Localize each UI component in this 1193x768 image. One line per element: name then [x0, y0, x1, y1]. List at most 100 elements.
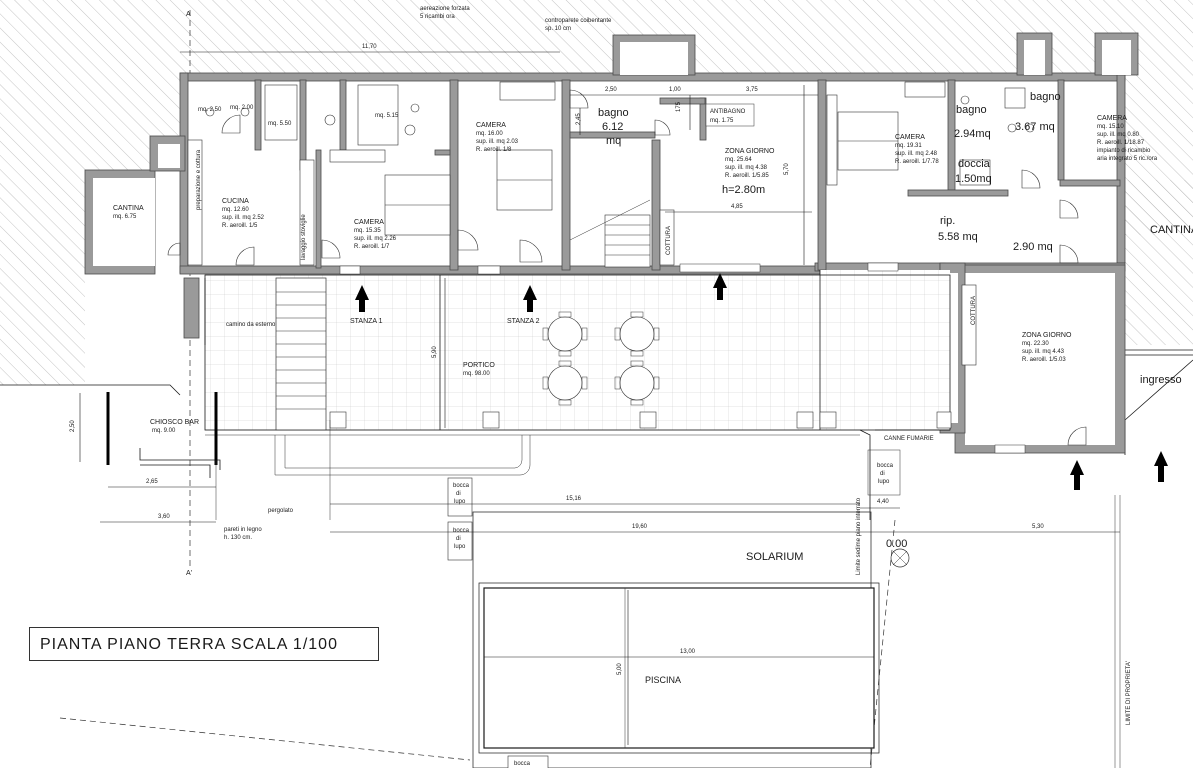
bagno1-name: bagno [598, 107, 629, 119]
bocca2-line1: bocca [453, 528, 470, 534]
disimpegno-area: 2.90 mq [1013, 241, 1053, 253]
limite-proprieta-label: LIMITE DI PROPRIETA' [1126, 661, 1132, 725]
dimension-lines [79, 51, 1121, 768]
cottura1-label: COTTURA [666, 226, 672, 255]
pergolato-lines [106, 277, 950, 520]
camera1-name: CAMERA [354, 219, 384, 226]
cucina-ratio: R. aeroill. 1/5 [222, 223, 258, 229]
pool-area [447, 477, 880, 768]
camera2-name: CAMERA [476, 122, 506, 129]
level-marker [890, 548, 910, 568]
aerazione-note-1: aereazione forzata [420, 6, 470, 12]
bocca3-line1: bocca [877, 463, 894, 469]
cantina-annex [84, 135, 186, 275]
camera1-ratio: R. aeroill. 1/7 [354, 244, 390, 250]
dim-500: 5,00 [617, 663, 623, 675]
dim-250a: 2,50 [605, 87, 617, 93]
bocca2-line3: lupo [454, 544, 466, 550]
camera2-area: mq. 16.00 [476, 131, 503, 137]
dim-265: 2,65 [146, 479, 158, 485]
dim-570: 5,70 [784, 163, 790, 175]
right-block [939, 262, 1126, 454]
zona-giorno1-ratio: R. aeroill. 1/5.85 [725, 173, 769, 179]
dim-250b: 2,50 [70, 420, 76, 432]
dim-360: 3,60 [158, 514, 170, 520]
bocca1-line1: bocca [453, 483, 470, 489]
chimney-annexes [612, 32, 1139, 76]
bocca4-line1: bocca [514, 761, 531, 767]
zona-giorno1-ill: sup. ill. mq 4.38 [725, 165, 768, 171]
cantina-area: mq. 6.75 [113, 214, 137, 220]
dim-1300: 13,00 [680, 649, 696, 655]
lavaggio-label: lavaggio stoviglie [301, 214, 307, 260]
controparete-note-2: sp. 10 cm [545, 26, 571, 32]
dim-530: 5,30 [1032, 524, 1044, 530]
camera1-area: mq. 15.35 [354, 228, 381, 234]
bocca1-line2: di [456, 491, 461, 497]
dim-375: 3,75 [746, 87, 758, 93]
wc1-area: mq. 2.50 [198, 107, 222, 113]
bath2-area: mq. 5.15 [375, 113, 399, 119]
zona-giorno1-area: mq. 25.64 [725, 157, 752, 163]
wc2-area: mq. 2.00 [230, 105, 254, 111]
pareti-note-2: h. 130 cm. [224, 535, 252, 541]
pergolato-label: pergolato [268, 508, 294, 514]
dim-100: 1,00 [669, 87, 681, 93]
chiosco-name: CHIOSCO BAR [150, 419, 199, 426]
bagno2-area: 2.94mq [954, 128, 991, 140]
bocca3-line3: lupo [878, 479, 890, 485]
camera2-ratio: R. aeroill. 1/8 [476, 147, 512, 153]
dim-590: 5,90 [432, 346, 438, 358]
ingresso-label: ingresso [1140, 374, 1182, 386]
zona-giorno1-height: h=2.80m [722, 184, 765, 196]
drawing-title: PIANTA PIANO TERRA SCALA 1/100 [40, 636, 338, 653]
zona-giorno2-area: mq. 22.30 [1022, 341, 1049, 347]
rip-area: 5.58 mq [938, 231, 978, 243]
staircase [275, 199, 651, 431]
camera3-area: mq. 19.31 [895, 143, 922, 149]
drawing-title-box: PIANTA PIANO TERRA SCALA 1/100 [29, 627, 379, 661]
bagno2-name: bagno [956, 104, 987, 116]
preparazione-label: preparazione e cottura [196, 149, 202, 210]
dim-485: 4,85 [731, 204, 743, 210]
bocca3-line2: di [880, 471, 885, 477]
antibagno-name: ANTIBAGNO [710, 109, 746, 115]
bagno1-unit: mq [606, 135, 621, 147]
camera3-ratio: R. aeroill. 1/7.78 [895, 159, 939, 165]
rip-name: rip. [940, 215, 955, 227]
dim-440: 4,40 [877, 499, 889, 505]
dim-1516: 15,16 [566, 496, 582, 502]
antibagno-area: mq. 1.75 [710, 118, 734, 124]
dimension-labels: 11,70 2,50 1,00 3,75 2,45 175 5,70 4,85 … [70, 44, 1044, 675]
annotation-notes: aereazione forzata 5 ricambi ora controp… [186, 6, 1193, 725]
zona-giorno2-ill: sup. ill. mq 4.43 [1022, 349, 1065, 355]
canne-fumarie-label: CANNE FUMARIE [884, 436, 934, 442]
wardrobes [329, 94, 838, 186]
camera4-area: mq. 15.10 [1097, 124, 1124, 130]
camera4-name: CAMERA [1097, 115, 1127, 122]
entry-arrows [355, 273, 1168, 490]
cucina-name: CUCINA [222, 198, 249, 205]
doccia-area: 1.50mq [955, 173, 992, 185]
cucina-ill: sup. ill. mq 2.52 [222, 215, 265, 221]
zona-giorno1-name: ZONA GIORNO [725, 148, 775, 155]
doccia-name: doccia [958, 158, 991, 170]
room-labels: CANTINA mq. 6.75 CUCINA mq. 12.60 sup. i… [113, 91, 1158, 767]
camera2-ill: sup. ill. mq 2.03 [476, 139, 519, 145]
camera3-ill: sup. ill. mq 2.48 [895, 151, 938, 157]
dim-1960: 19,60 [632, 524, 648, 530]
level-zero-label: 0.00 [886, 538, 907, 550]
cantina-right-label: CANTINA [1150, 224, 1193, 236]
stanza1-label: STANZA 1 [350, 318, 383, 325]
dim-245: 2,45 [576, 113, 582, 125]
planters [329, 411, 952, 429]
bath-fixtures [205, 84, 1035, 186]
section-a-top: A [186, 11, 191, 18]
dim-175: 175 [676, 101, 682, 112]
camera4-ratio: R. aeroill. 1/18.87 [1097, 140, 1145, 146]
bagno3-area: 3.67 mq [1015, 121, 1055, 133]
cantina-name: CANTINA [113, 205, 144, 212]
cottura2-label: COTTURA [971, 296, 977, 325]
aerazione-note-2: 5 ricambi ora [420, 14, 455, 20]
portico-area: mq. 98.00 [463, 371, 490, 377]
